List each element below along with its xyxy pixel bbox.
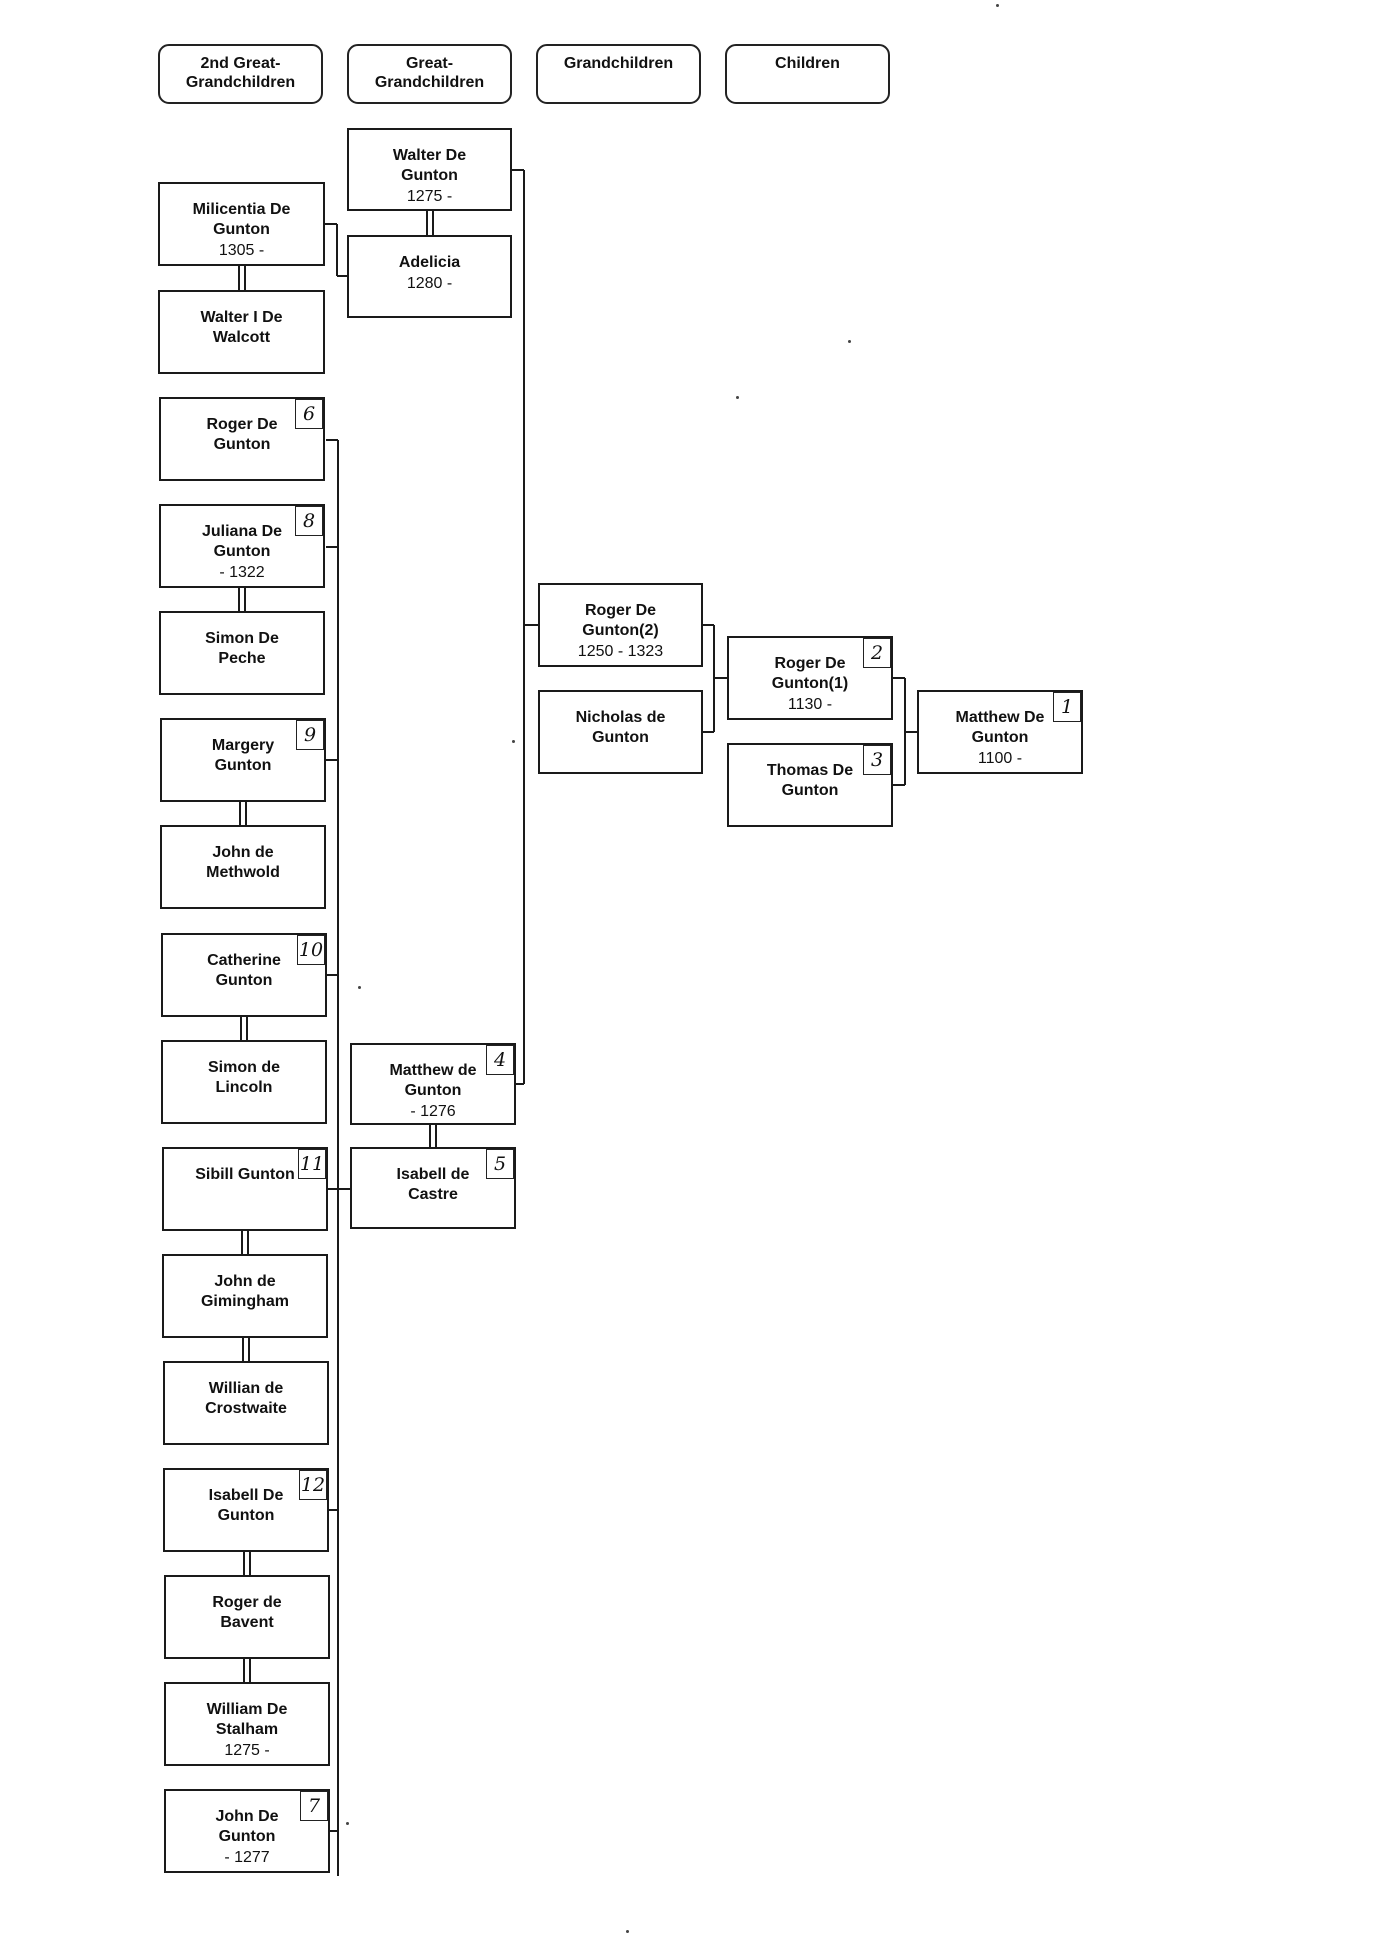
person-dates: 1280 - bbox=[406, 275, 453, 292]
person-name: Walter I De Walcott bbox=[200, 309, 283, 346]
column-header-2nd-great-grandchildren: 2nd Great- Grandchildren bbox=[158, 44, 323, 104]
person-name: Willian de Crostwaite bbox=[205, 1380, 287, 1417]
person-box-juliana-de-gunton: Juliana De Gunton - 1322 8 bbox=[159, 504, 325, 588]
person-box-roger-de-bavent: Roger de Bavent bbox=[164, 1575, 330, 1659]
person-box-william-de-stalham: William De Stalham 1275 - bbox=[164, 1682, 330, 1766]
handwritten-number-tag: 4 bbox=[486, 1045, 514, 1075]
column-header-children: Children bbox=[725, 44, 890, 104]
person-name: Thomas De Gunton bbox=[766, 762, 854, 799]
person-name: Milicentia De Gunton bbox=[192, 201, 291, 238]
handwritten-number-tag: 5 bbox=[486, 1149, 514, 1179]
person-dates: - 1276 bbox=[410, 1103, 456, 1120]
person-box-nicholas-de-gunton: Nicholas de Gunton bbox=[538, 690, 703, 774]
person-name: Simon De Peche bbox=[205, 630, 279, 667]
handwritten-number-tag: 6 bbox=[295, 399, 323, 429]
person-box-sibill-gunton: Sibill Gunton 11 bbox=[162, 1147, 328, 1231]
scan-speck bbox=[626, 1930, 629, 1933]
person-box-john-de-gunton: John De Gunton - 1277 7 bbox=[164, 1789, 330, 1873]
person-name: John de Gimingham bbox=[200, 1273, 289, 1310]
person-name: Roger de Bavent bbox=[212, 1594, 282, 1631]
scan-speck bbox=[346, 1822, 349, 1825]
scan-speck bbox=[996, 4, 999, 7]
person-box-walter-de-gunton: Walter De Gunton 1275 - bbox=[347, 128, 512, 211]
handwritten-number-tag: 7 bbox=[300, 1791, 328, 1821]
person-name: Juliana De Gunton bbox=[201, 523, 283, 560]
person-box-walter-i-de-walcott: Walter I De Walcott bbox=[158, 290, 325, 374]
handwritten-number-tag: 12 bbox=[299, 1470, 327, 1500]
person-name: Roger De Gunton(1) bbox=[771, 655, 849, 692]
person-name: Isabell de Castre bbox=[396, 1166, 470, 1203]
scan-speck bbox=[848, 340, 851, 343]
scan-speck bbox=[358, 986, 361, 989]
person-dates: - 1277 bbox=[224, 1849, 270, 1866]
person-name: Adelicia bbox=[398, 254, 461, 271]
person-name: Catherine Gunton bbox=[207, 952, 281, 989]
person-name: Sibill Gunton bbox=[195, 1166, 295, 1183]
handwritten-number-tag: 2 bbox=[863, 638, 891, 668]
person-box-roger-de-gunton-1: Roger De Gunton(1) 1130 - 2 bbox=[727, 636, 893, 720]
person-box-isabell-de-castre: Isabell de Castre 5 bbox=[350, 1147, 516, 1229]
person-box-thomas-de-gunton: Thomas De Gunton 3 bbox=[727, 743, 893, 827]
person-name: Simon de Lincoln bbox=[207, 1059, 280, 1096]
person-dates: - 1322 bbox=[219, 564, 265, 581]
person-box-margery-gunton: Margery Gunton 9 bbox=[160, 718, 326, 802]
person-name: Isabell De Gunton bbox=[208, 1487, 284, 1524]
column-header-grandchildren: Grandchildren bbox=[536, 44, 701, 104]
scan-speck bbox=[512, 740, 515, 743]
person-name: Walter De Gunton bbox=[392, 147, 467, 184]
person-box-roger-de-gunton-2: Roger De Gunton(2) 1250 - 1323 bbox=[538, 583, 703, 667]
person-box-adelicia: Adelicia 1280 - bbox=[347, 235, 512, 318]
person-box-milicentia-de-gunton: Milicentia De Gunton 1305 - bbox=[158, 182, 325, 266]
scan-speck bbox=[736, 396, 739, 399]
person-box-isabell-de-gunton: Isabell De Gunton 12 bbox=[163, 1468, 329, 1552]
person-box-roger-de-gunton: Roger De Gunton 6 bbox=[159, 397, 325, 481]
handwritten-number-tag: 3 bbox=[863, 745, 891, 775]
person-dates: 1305 - bbox=[218, 242, 265, 259]
column-header-great-grandchildren: Great- Grandchildren bbox=[347, 44, 512, 104]
person-box-matthew-de-gunton-1: Matthew De Gunton 1100 - 1 bbox=[917, 690, 1083, 774]
person-name: William De Stalham bbox=[206, 1701, 288, 1738]
person-name: Matthew de Gunton bbox=[389, 1062, 477, 1099]
handwritten-number-tag: 8 bbox=[295, 506, 323, 536]
person-name: John De Gunton bbox=[215, 1808, 279, 1845]
person-box-matthew-de-gunton-4: Matthew de Gunton - 1276 4 bbox=[350, 1043, 516, 1125]
person-dates: 1100 - bbox=[977, 750, 1023, 767]
person-name: Roger De Gunton(2) bbox=[582, 602, 659, 639]
person-box-simon-de-peche: Simon De Peche bbox=[159, 611, 325, 695]
person-name: John de Methwold bbox=[206, 844, 280, 881]
person-dates: 1250 - 1323 bbox=[577, 643, 664, 660]
person-name: Nicholas de Gunton bbox=[575, 709, 666, 746]
person-name: Matthew De Gunton bbox=[955, 709, 1045, 746]
person-box-catherine-gunton: Catherine Gunton 10 bbox=[161, 933, 327, 1017]
person-dates: 1275 - bbox=[406, 188, 453, 205]
person-name: Margery Gunton bbox=[211, 737, 275, 774]
person-box-john-de-gimingham: John de Gimingham bbox=[162, 1254, 328, 1338]
person-dates: 1130 - bbox=[787, 696, 833, 713]
handwritten-number-tag: 9 bbox=[296, 720, 324, 750]
person-box-simon-de-lincoln: Simon de Lincoln bbox=[161, 1040, 327, 1124]
person-box-willian-de-crostwaite: Willian de Crostwaite bbox=[163, 1361, 329, 1445]
handwritten-number-tag: 10 bbox=[297, 935, 325, 965]
person-dates: 1275 - bbox=[224, 1742, 270, 1759]
handwritten-number-tag: 1 bbox=[1053, 692, 1081, 722]
person-box-john-de-methwold: John de Methwold bbox=[160, 825, 326, 909]
handwritten-number-tag: 11 bbox=[298, 1149, 326, 1179]
person-name: Roger De Gunton bbox=[206, 416, 278, 453]
